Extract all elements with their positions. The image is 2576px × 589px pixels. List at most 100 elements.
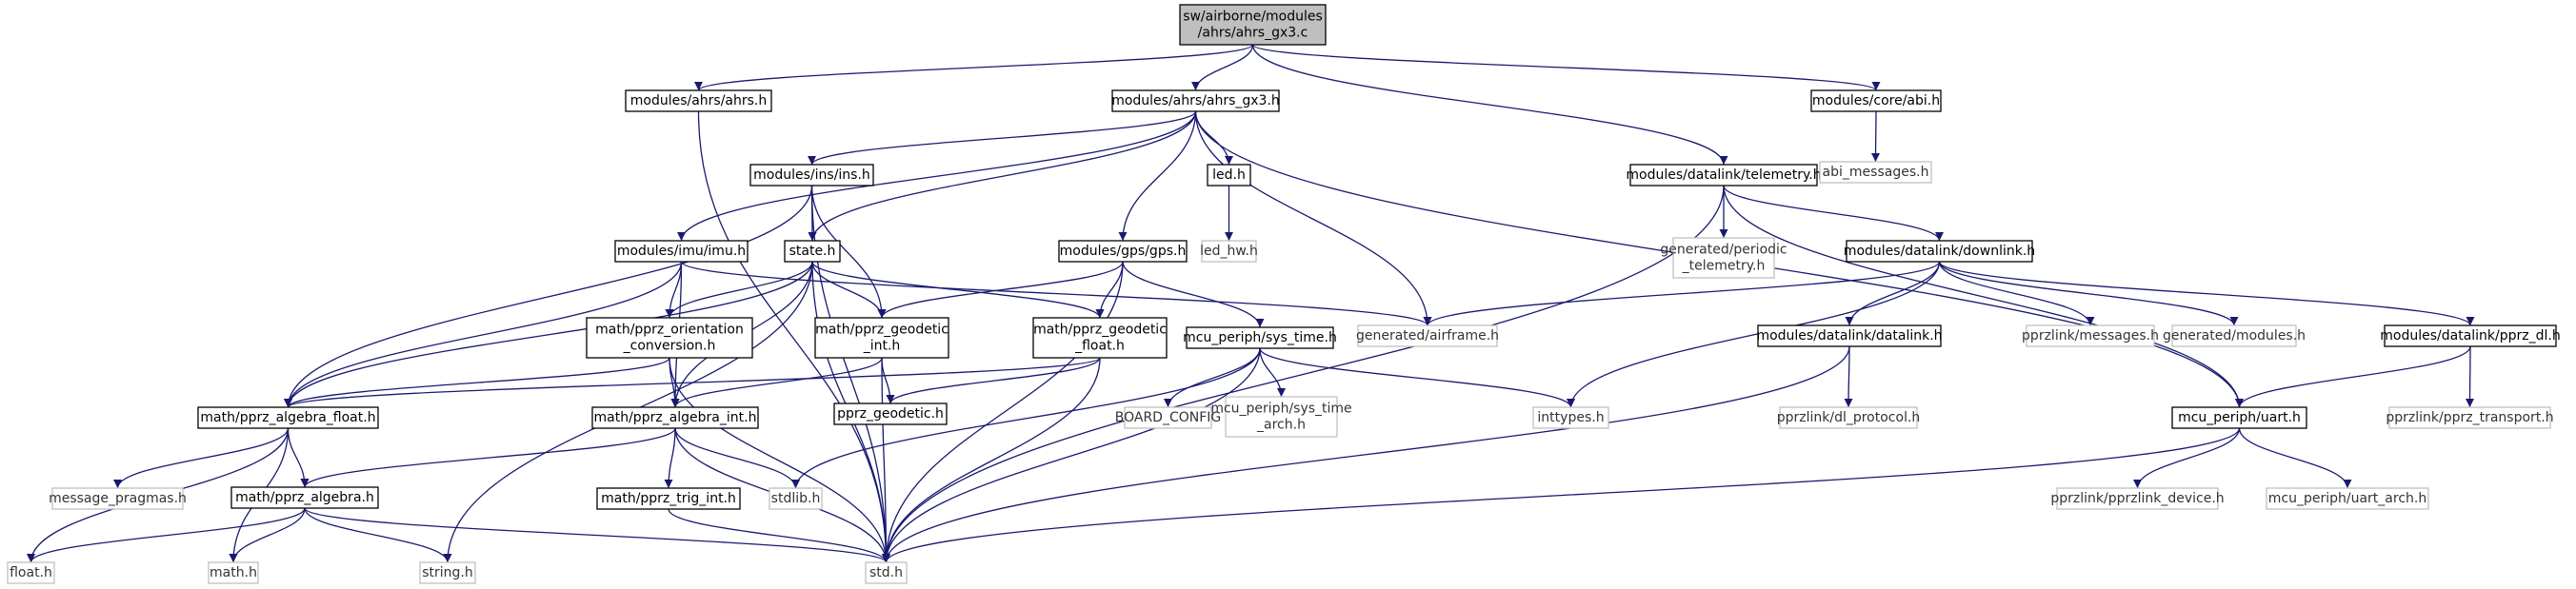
- node-geodetic_float_h[interactable]: math/pprz_geodetic_float.h: [1032, 317, 1168, 359]
- node-airframe_h: generated/airframe.h: [1356, 324, 1499, 347]
- node-downlink_h[interactable]: modules/datalink/downlink.h: [1844, 240, 2035, 263]
- edge-algebra_h-to-float_h: [27, 507, 306, 563]
- node-uart_h[interactable]: mcu_periph/uart.h: [2171, 406, 2307, 429]
- node-box: [1058, 240, 1188, 263]
- node-box: [51, 487, 184, 510]
- edge-gps_h-to-sys_time_h: [1122, 261, 1265, 328]
- node-label: _arch.h: [1256, 418, 1306, 433]
- edge-gps_h-to-std_h: [882, 261, 1124, 563]
- node-ahrs_h[interactable]: modules/ahrs/ahrs.h: [625, 89, 772, 112]
- edge-algebra_int_h-to-algebra_h: [300, 427, 676, 488]
- node-label: math/pprz_geodetic: [815, 323, 949, 338]
- node-orientation_h[interactable]: math/pprz_orientation_conversion.h: [586, 317, 753, 359]
- node-imu_h[interactable]: modules/imu/imu.h: [614, 240, 749, 263]
- edge-ahrs_gx3_h-to-airframe_h: [1194, 110, 1432, 326]
- node-algebra_h[interactable]: math/pprz_algebra.h: [230, 486, 379, 509]
- node-box: [1757, 324, 1942, 347]
- edge-orientation_h-to-algebra_float_h: [284, 357, 670, 408]
- edge-ahrs_gx3_h-to-imu_h: [677, 110, 1197, 242]
- node-box: [2026, 324, 2155, 347]
- node-label: generated/modules.h: [2163, 328, 2306, 344]
- edge-downlink_h-to-inttypes_h: [1567, 261, 1941, 408]
- node-label: modules/datalink/telemetry.h: [1626, 167, 1821, 183]
- node-pprz_geodetic_h[interactable]: pprz_geodetic.h: [833, 402, 948, 425]
- edge-ins_h-to-algebra_float_h: [284, 185, 813, 408]
- node-sys_time_arch_h: mcu_periph/sys_time_arch.h: [1210, 396, 1352, 438]
- node-box: [1111, 89, 1280, 112]
- edge-downlink_h-to-generated_modules_h: [1938, 261, 2239, 326]
- edge-orientation_h-to-std_h: [669, 357, 890, 563]
- node-box: [625, 89, 772, 112]
- node-geodetic_int_h[interactable]: math/pprz_geodetic_int.h: [814, 317, 949, 359]
- node-message_pragmas_h: message_pragmas.h: [49, 487, 187, 510]
- node-box: [591, 406, 759, 429]
- node-periodic_telemetry_h: generated/periodic_telemetry.h: [1660, 237, 1787, 279]
- node-label: abi_messages.h: [1823, 165, 1929, 180]
- node-box: [2384, 324, 2557, 347]
- node-abi_messages_h: abi_messages.h: [1819, 161, 1932, 184]
- node-box: [814, 317, 949, 359]
- node-label: modules/core/abi.h: [1812, 93, 1940, 108]
- node-box: [769, 487, 823, 510]
- node-box: [833, 402, 948, 425]
- node-sys_time_h[interactable]: mcu_periph/sys_time.h: [1183, 326, 1337, 349]
- node-dl_protocol_h: pprzlink/dl_protocol.h: [1777, 406, 1921, 429]
- node-abi_h[interactable]: modules/core/abi.h: [1810, 89, 1942, 112]
- edge-sys_time_h-to-sys_time_arch_h: [1259, 347, 1286, 398]
- node-box: [230, 486, 379, 509]
- node-box: [1124, 406, 1212, 429]
- node-gps_h[interactable]: modules/gps/gps.h: [1058, 240, 1188, 263]
- node-label: _conversion.h: [623, 339, 716, 354]
- node-ahrs_gx3_h[interactable]: modules/ahrs/ahrs_gx3.h: [1111, 89, 1280, 112]
- node-box: [596, 487, 741, 510]
- node-layer: sw/airborne/modules/ahrs/ahrs_gx3.cmodul…: [7, 4, 2561, 584]
- node-box: [586, 317, 753, 359]
- edge-sys_time_h-to-board_config: [1164, 347, 1261, 408]
- node-led_h[interactable]: led.h: [1207, 164, 1251, 187]
- node-box: [1225, 396, 1338, 438]
- node-state_h[interactable]: state.h: [784, 240, 841, 263]
- node-pprz_dl_h[interactable]: modules/datalink/pprz_dl.h: [2380, 324, 2561, 347]
- node-ins_h[interactable]: modules/ins/ins.h: [749, 164, 874, 187]
- node-root[interactable]: sw/airborne/modules/ahrs/ahrs_gx3.c: [1179, 4, 1327, 46]
- node-label: _float.h: [1074, 339, 1125, 354]
- node-label: modules/ins/ins.h: [753, 167, 870, 183]
- node-algebra_float_h[interactable]: math/pprz_algebra_float.h: [197, 406, 379, 429]
- edge-root-to-ahrs_gx3_h: [1191, 44, 1254, 91]
- node-uart_arch_h: mcu_periph/uart_arch.h: [2266, 487, 2429, 510]
- node-label: mcu_periph/sys_time.h: [1183, 330, 1337, 345]
- edge-state_h-to-algebra_float_h: [284, 261, 813, 408]
- node-box: [1186, 326, 1334, 349]
- edge-uart_h-to-uart_arch_h: [2238, 427, 2352, 489]
- node-trig_int_h[interactable]: math/pprz_trig_int.h: [596, 487, 741, 510]
- node-datalink_h[interactable]: modules/datalink/datalink.h: [1756, 324, 1943, 347]
- node-box: [1179, 4, 1327, 46]
- edge-telemetry_h-to-downlink_h: [1723, 185, 1944, 242]
- edge-imu_h-to-algebra_float_h: [284, 261, 683, 408]
- node-label: BOARD_CONFIG: [1115, 410, 1222, 425]
- node-generated_modules_h: generated/modules.h: [2163, 324, 2306, 347]
- node-label: generated/periodic: [1660, 243, 1787, 258]
- edge-algebra_h-to-string_h: [304, 507, 452, 563]
- edge-ahrs_h-to-std_h: [697, 110, 890, 563]
- node-telemetry_h[interactable]: modules/datalink/telemetry.h: [1626, 164, 1822, 187]
- node-algebra_int_h[interactable]: math/pprz_algebra_int.h: [591, 406, 759, 429]
- node-label: modules/ahrs/ahrs.h: [630, 93, 768, 108]
- node-box: [1672, 237, 1775, 279]
- node-label: pprzlink/dl_protocol.h: [1777, 410, 1921, 425]
- node-label: pprzlink/pprz_transport.h: [2386, 410, 2553, 425]
- node-label: led_hw.h: [1200, 244, 1258, 259]
- node-pprz_transport_h: pprzlink/pprz_transport.h: [2386, 406, 2554, 429]
- node-box: [7, 561, 55, 584]
- node-led_hw_h: led_hw.h: [1200, 240, 1258, 263]
- edge-downlink_h-to-airframe_h: [1423, 261, 1941, 326]
- node-box: [419, 561, 476, 584]
- node-label: led.h: [1212, 167, 1246, 183]
- edge-algebra_int_h-to-trig_int_h: [664, 427, 676, 489]
- node-stdlib_h: stdlib.h: [769, 487, 823, 510]
- edge-ahrs_gx3_h-to-led_h: [1194, 110, 1233, 166]
- node-pprzlink_device_h: pprzlink/pprzlink_device.h: [2050, 487, 2225, 510]
- node-label: stdlib.h: [771, 491, 821, 506]
- edge-algebra_float_h-to-message_pragmas_h: [113, 427, 290, 489]
- edge-downlink_h-to-pprzlink_messages_h: [1938, 261, 2095, 326]
